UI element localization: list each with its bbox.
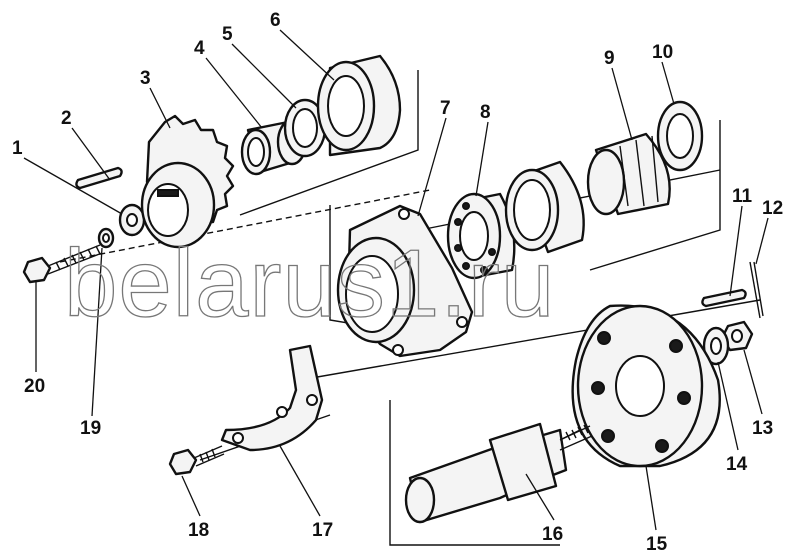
- part-19-lock-washer: [97, 227, 115, 249]
- part-14-washer: [702, 326, 730, 366]
- label-part-1: 1: [12, 138, 23, 159]
- label-part-14: 14: [726, 454, 748, 475]
- part-5-seal-ring: [283, 98, 327, 158]
- part-11-key: [701, 288, 747, 308]
- part-17-bracket: [220, 344, 324, 452]
- label-part-8: 8: [480, 102, 491, 123]
- label-part-18: 18: [188, 520, 209, 541]
- label-part-17: 17: [312, 520, 333, 541]
- label-part-19: 19: [80, 418, 101, 439]
- part-labels: 1 2 3 4 5 6 7 8 9 10 11 12 13 14 15 16 1…: [12, 10, 783, 555]
- label-part-6: 6: [270, 10, 281, 31]
- part-20-bolt: [22, 244, 103, 284]
- label-part-10: 10: [652, 42, 673, 63]
- label-part-9: 9: [604, 48, 615, 69]
- label-part-12: 12: [762, 198, 783, 219]
- label-part-20: 20: [24, 376, 45, 397]
- leader-lines: [23, 29, 769, 531]
- bearing-cup-center: [504, 160, 585, 254]
- label-part-7: 7: [440, 98, 451, 119]
- label-part-16: 16: [542, 524, 563, 545]
- part-3-sprocket: [140, 114, 235, 249]
- label-part-2: 2: [61, 108, 72, 129]
- label-part-13: 13: [752, 418, 773, 439]
- label-part-4: 4: [194, 38, 205, 59]
- label-part-3: 3: [140, 68, 151, 89]
- part-2-key: [75, 166, 123, 190]
- label-part-11: 11: [732, 186, 753, 207]
- part-16-shaft: [404, 422, 593, 524]
- part-10-ring: [656, 100, 704, 172]
- part-7-housing: [336, 204, 474, 358]
- part-8-ball-bearing: [446, 192, 516, 280]
- part-9-roller-cone: [586, 132, 671, 216]
- part-12-cotter-pin: [749, 261, 764, 319]
- part-6-bearing-cup: [316, 54, 402, 157]
- label-part-15: 15: [646, 534, 668, 555]
- part-4-bushing: [240, 118, 308, 176]
- part-18-bolt: [168, 445, 225, 476]
- watermark-text: belarus1.ru: [64, 230, 555, 337]
- label-part-5: 5: [222, 24, 233, 45]
- part-15-flange: [571, 304, 721, 468]
